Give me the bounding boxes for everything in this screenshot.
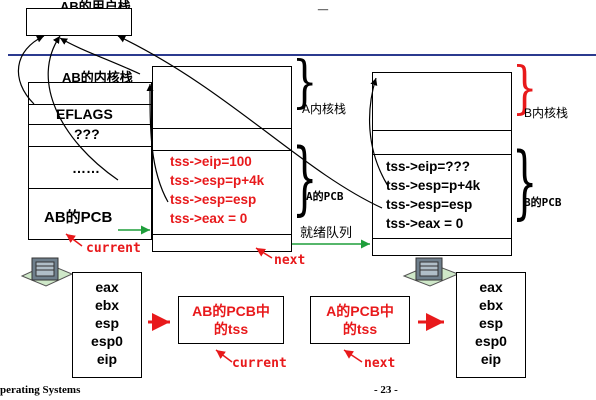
b-tss-line: tss->esp=p+4k — [386, 178, 481, 193]
user-stack-curve — [59, 37, 141, 75]
b-esp-curve — [117, 35, 383, 209]
a-kernel-brace: } — [292, 50, 318, 116]
a-tss-box — [310, 296, 410, 344]
ready-queue-label: 就绪队列 — [300, 225, 353, 240]
next-pointer-label-bottom: next — [364, 356, 396, 371]
left-register-file — [72, 272, 142, 378]
footer-page-number: - 23 - — [374, 384, 398, 396]
user-stack-curve — [47, 35, 119, 181]
register-label: eax — [95, 279, 119, 295]
cpu-chip-icon — [400, 254, 460, 290]
current-pointer-label: current — [86, 241, 141, 256]
a-tss-text: A的PCB中 的tss — [310, 302, 410, 338]
b-pcb-lines: tss->eip=??? tss->esp=p+4k tss->esp=esp … — [386, 157, 480, 233]
ab-tss-text: AB的PCB中 的tss — [178, 302, 284, 338]
unknown-cell: ??? — [74, 126, 100, 142]
a-tss-line: tss->esp=p+4k — [170, 173, 265, 188]
b-tss-line: tss->eip=??? — [386, 159, 471, 174]
a-tss-line: tss->eax = 0 — [170, 211, 248, 226]
user-stack-curve — [17, 35, 45, 105]
right-register-file — [456, 272, 526, 378]
a-tss-line2: 的tss — [342, 321, 378, 337]
current-pointer-label-bottom: current — [232, 356, 287, 371]
a-kernel-stack-box — [152, 66, 292, 252]
register-label: eax — [479, 279, 503, 295]
footer-course-name: perating Systems — [0, 384, 81, 396]
b-kernel-brace: } — [512, 56, 538, 122]
next-pointer-label: next — [274, 253, 306, 268]
b-kernel-stack-box — [372, 72, 512, 256]
register-label: ebx — [478, 297, 504, 313]
a-tss-line: tss->eip=100 — [170, 154, 252, 169]
a-esp-curve — [146, 83, 169, 203]
right-register-list: eax ebx esp esp0 eip — [456, 278, 526, 368]
a-pcb-lines: tss->eip=100 tss->esp=p+4k tss->esp=esp … — [170, 152, 264, 228]
register-label: esp — [94, 315, 120, 331]
register-label: eip — [96, 351, 118, 367]
register-label: eip — [480, 351, 502, 367]
top-dash: _ — [318, 0, 329, 12]
ab-tss-line2: 的tss — [213, 321, 249, 337]
b-pcb-brace: } — [512, 137, 538, 229]
current-bottom-arrow — [215, 349, 233, 363]
ab-pcb-label: AB的PCB — [44, 209, 113, 226]
a-tss-line: tss->esp=esp — [170, 192, 257, 207]
register-label: esp0 — [91, 333, 123, 349]
b-kernel-stack-label: B内核栈 — [524, 106, 569, 120]
cpu-chip-icon — [18, 254, 74, 288]
ab-tss-box — [178, 296, 284, 344]
a-tss-line1: A的PCB中 — [326, 303, 394, 319]
a-kernel-stack-label: A内核栈 — [302, 102, 347, 116]
header-rule — [8, 54, 596, 56]
eflags-cell: EFLAGS — [56, 106, 113, 122]
register-label: esp0 — [475, 333, 507, 349]
b-stack-curve — [369, 77, 389, 187]
next-arrow — [255, 247, 273, 259]
left-register-list: eax ebx esp esp0 eip — [72, 278, 142, 368]
ab-tss-line1: AB的PCB中 — [192, 303, 270, 319]
a-pcb-label: A的PCB — [306, 190, 344, 203]
a-pcb-brace: } — [292, 133, 318, 225]
ab-user-stack-box — [26, 8, 132, 36]
b-tss-line: tss->esp=esp — [386, 197, 473, 212]
ellipsis-cell: …… — [72, 160, 100, 176]
b-pcb-label: B的PCB — [524, 196, 562, 209]
ab-kernel-stack-box — [28, 82, 152, 240]
current-arrow — [65, 233, 83, 247]
register-label: ebx — [94, 297, 120, 313]
next-bottom-arrow — [343, 349, 363, 363]
ab-kernel-stack-title: AB的内核栈 — [62, 70, 133, 85]
register-label: esp — [478, 315, 504, 331]
b-tss-line: tss->eax = 0 — [386, 216, 464, 231]
